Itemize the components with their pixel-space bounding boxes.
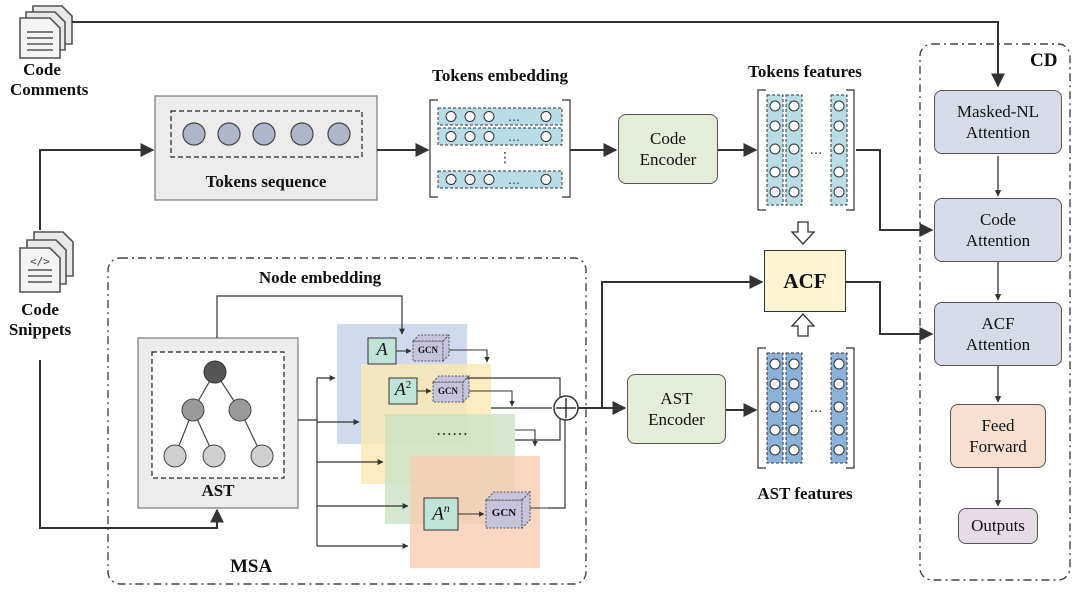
connections (39, 21, 1005, 529)
feed-forward-line-1: Feed (981, 415, 1015, 435)
gcn-label-2: GCN (438, 386, 458, 396)
ast-features-label: AST features (757, 484, 853, 503)
code-comments-label-2: Comments (10, 79, 89, 99)
ast-label: AST (201, 481, 235, 500)
code-attention-line-1: Code (980, 209, 1016, 229)
masked-nl-line-2: Attention (965, 123, 1031, 142)
matrix-a2-base: A (394, 379, 406, 399)
cd-region (919, 43, 1071, 581)
ast-box (137, 337, 299, 509)
cd-label: CD (1030, 50, 1058, 71)
hollow-arrows (790, 221, 816, 337)
edge-tokfeat-to-codeattn (856, 149, 934, 237)
matrix-a-base: A (376, 339, 388, 359)
svg-text:…: … (508, 173, 520, 187)
msa-matrix-gcn-blocks (367, 333, 548, 531)
svg-text:…: … (508, 130, 520, 144)
ast-encoder: AST Encoder (627, 374, 726, 444)
code-comments-label: Code Comments (10, 60, 89, 99)
tokens-sequence-box (154, 95, 378, 201)
edge-snippets-to-ast (39, 360, 224, 529)
acf-attention: ACF Attention (934, 302, 1062, 366)
layers-ellipsis: …… (436, 422, 468, 439)
node-embedding-label: Node embedding (258, 268, 382, 287)
matrix-an-label: An (424, 501, 458, 525)
code-snippets-label: Code Snippets (8, 300, 72, 339)
code-attention-line-2: Attention (965, 231, 1031, 250)
matrix-a-label: A (368, 339, 396, 360)
hollow-arrow-down (790, 221, 816, 245)
hollow-arrow-up (790, 313, 816, 337)
ast-encoder-line-2: Encoder (648, 410, 705, 429)
msa-connections (216, 295, 566, 549)
msa-label: MSA (230, 556, 273, 577)
acf-attention-line-1: ACF (981, 313, 1015, 333)
edge-comments-to-maskednl (72, 21, 1005, 88)
acf-attention-line-2: Attention (965, 335, 1031, 354)
matrix-a2-label: A2 (389, 379, 417, 400)
code-snippets-label-1: Code (21, 300, 59, 319)
code-snippets-icon (19, 231, 74, 293)
svg-text:⋮: ⋮ (498, 150, 512, 166)
tokens-embedding: … … … ⋮ (429, 99, 571, 198)
edge-sum-to-acf (601, 275, 764, 408)
gcn-label-n: GCN (491, 507, 517, 519)
tokens-sequence-label: Tokens sequence (205, 172, 327, 191)
svg-text:…: … (810, 143, 823, 158)
acf-box: ACF (764, 250, 846, 312)
edge-acf-to-acfattn (846, 281, 934, 341)
code-tag-glyph: </> (30, 255, 50, 268)
tokens-embedding-label: Tokens embedding (432, 66, 568, 85)
outputs-box: Outputs (958, 508, 1038, 544)
matrix-an-base: A (432, 503, 444, 525)
svg-text:…: … (810, 401, 823, 416)
code-snippets-label-2: Snippets (8, 319, 72, 339)
masked-nl-line-1: Masked-NL (956, 101, 1040, 121)
code-encoder-line-2: Encoder (639, 150, 697, 169)
code-encoder-line-1: Code (650, 128, 686, 148)
outputs-label: Outputs (971, 516, 1025, 536)
masked-nl-attention: Masked-NL Attention (934, 90, 1062, 154)
matrix-an-power: n (443, 501, 450, 515)
code-comments-label-1: Code (23, 60, 61, 79)
sum-node (553, 395, 579, 421)
svg-text:…: … (508, 110, 520, 124)
tokens-features-label: Tokens features (748, 62, 862, 81)
ast-encoder-line-1: AST (660, 388, 693, 408)
feed-forward-line-2: Forward (969, 437, 1027, 456)
edge-snippets-to-tokens (39, 143, 155, 230)
ast-features: … (757, 347, 855, 469)
code-comments-icon (19, 5, 73, 59)
tokens-features: … (757, 89, 855, 211)
msa-region (107, 257, 587, 585)
matrix-a2-power: 2 (405, 379, 412, 391)
gcn-label-1: GCN (418, 345, 438, 355)
acf-label: ACF (783, 268, 827, 293)
